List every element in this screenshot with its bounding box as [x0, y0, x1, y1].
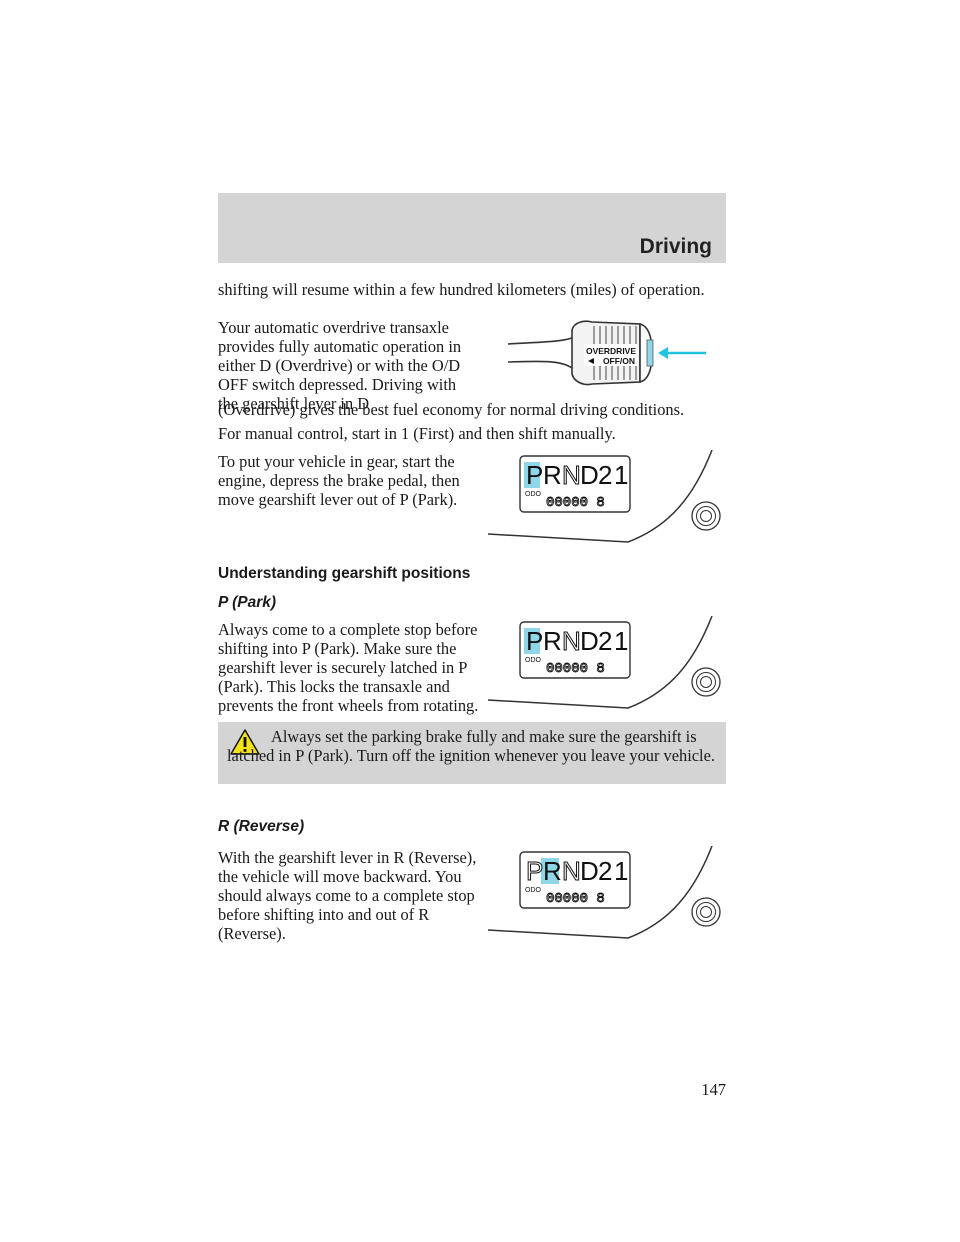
odo-label: ODO: [525, 491, 542, 498]
odo-value: 00000 8: [546, 661, 605, 677]
warning-box: Always set the parking brake fully and m…: [218, 722, 726, 784]
heading-park: P (Park): [218, 594, 277, 611]
gear-r: R: [543, 856, 562, 886]
gear-1: 1: [614, 460, 628, 490]
paragraph-put-in-gear: To put your vehicle in gear, start the e…: [218, 452, 460, 509]
gear-p: P: [526, 460, 543, 490]
gear-display-illustration-3: P R N D 2 1 ODO 00000 8: [487, 846, 721, 939]
page-number: 147: [701, 1080, 726, 1099]
active-gear-highlight: [541, 858, 559, 884]
warning-text: Always set the parking brake fully and m…: [227, 727, 715, 765]
gear-display-illustration-2: P R N D 2 1 ODO 00000 8: [487, 616, 721, 709]
gear-display-illustration-1: P R N D 2 1 ODO 00000 8: [487, 450, 721, 543]
paragraph-park: Always come to a complete stop before sh…: [218, 620, 479, 715]
gear-2: 2: [598, 856, 612, 886]
gear-d: D: [580, 856, 599, 886]
gear-1: 1: [614, 626, 628, 656]
paragraph-overdrive-economy: (Overdrive) gives the best fuel economy …: [218, 400, 685, 419]
gear-1: 1: [614, 856, 628, 886]
overdrive-switch-illustration: OVERDRIVE OFF/ON: [507, 320, 706, 386]
gear-d: D: [580, 460, 599, 490]
active-gear-highlight: [524, 462, 540, 488]
warning-triangle-icon: [230, 729, 260, 755]
section-title: Driving: [639, 235, 712, 258]
active-gear-highlight: [524, 628, 540, 654]
gear-n: N: [562, 626, 581, 656]
gear-n: N: [562, 460, 581, 490]
odo-label: ODO: [525, 887, 542, 894]
off-on-label: OFF/ON: [603, 356, 635, 366]
heading-reverse: R (Reverse): [218, 818, 305, 835]
heading-understanding-gearshift: Understanding gearshift positions: [218, 565, 471, 582]
gear-n: N: [562, 856, 581, 886]
gear-r: R: [543, 460, 562, 490]
gear-d: D: [580, 626, 599, 656]
gear-2: 2: [598, 626, 612, 656]
gear-p: P: [526, 626, 543, 656]
gear-p: P: [526, 856, 543, 886]
paragraph-reverse: With the gearshift lever in R (Reverse),…: [218, 848, 477, 943]
section-header: Driving: [218, 193, 726, 263]
odo-value: 00000 8: [546, 495, 605, 511]
gear-2: 2: [598, 460, 612, 490]
gear-r: R: [543, 626, 562, 656]
paragraph-overdrive-intro: Your automatic overdrive transaxle provi…: [218, 318, 462, 413]
small-arrow-icon: [588, 358, 594, 364]
overdrive-button-highlight: [646, 339, 654, 367]
paragraph-resume-shifting: shifting will resume within a few hundre…: [218, 280, 705, 299]
odo-label: ODO: [525, 657, 542, 664]
odo-value: 00000 8: [546, 891, 605, 907]
overdrive-label: OVERDRIVE: [586, 346, 636, 356]
pointer-arrow-icon: [658, 347, 668, 359]
paragraph-manual-control: For manual control, start in 1 (First) a…: [218, 424, 616, 443]
